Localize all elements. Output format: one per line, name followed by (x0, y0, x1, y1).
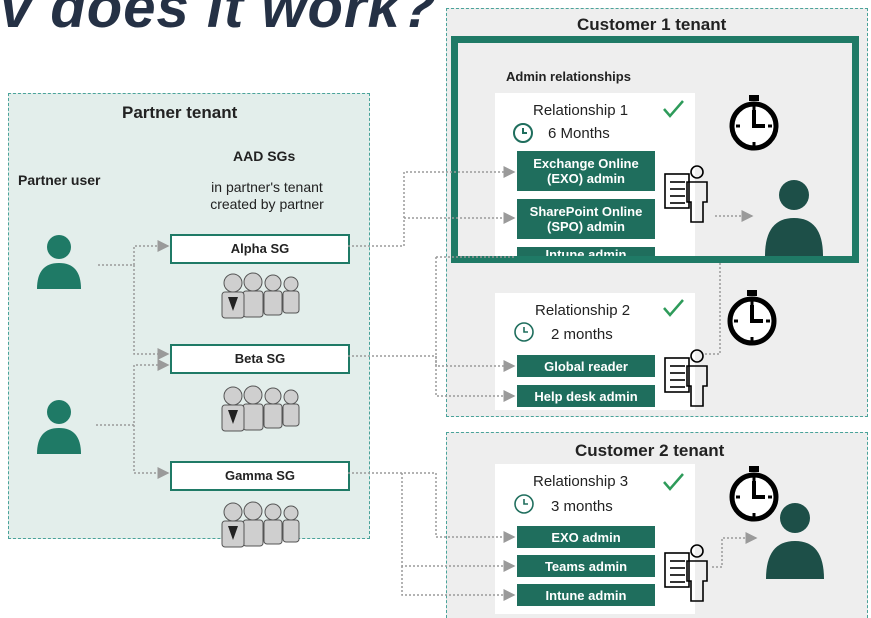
auditor-icon-1 (664, 165, 708, 223)
aad-sgs-subtitle-line1: in partner's tenant (211, 179, 323, 195)
role-help-desk-admin: Help desk admin (517, 385, 655, 407)
stopwatch-icon-3 (729, 466, 779, 522)
relationship2-checkmark-icon (663, 299, 684, 317)
auditor-icon-2 (664, 349, 708, 407)
relationship3-clock-icon (514, 494, 534, 514)
relationship1-clock-icon (513, 123, 533, 143)
aad-sgs-subtitle-line2: created by partner (210, 196, 324, 212)
partner-user-2-icon (37, 400, 81, 454)
partner-tenant-header: Partner tenant (122, 103, 238, 122)
beta-sg-box: Beta SG (170, 344, 350, 374)
relationship2-clock-icon (514, 322, 534, 342)
customer2-user-icon (766, 503, 824, 579)
relationship2-duration: 2 months (551, 326, 613, 343)
relationship1-checkmark-icon (663, 100, 684, 118)
role-spo-admin: SharePoint Online (SPO) admin (517, 199, 655, 239)
customer2-tenant-header: Customer 2 tenant (575, 441, 725, 460)
role-global-reader: Global reader (517, 355, 655, 377)
aad-sgs-title: AAD SGs (233, 148, 296, 164)
role-exo-admin: Exchange Online (EXO) admin (517, 151, 655, 191)
auditor-icon-3 (664, 544, 708, 602)
page-title: v does it work? (0, 0, 438, 40)
group-alpha-icon (221, 272, 300, 319)
admin-relationships-label: Admin relationships (506, 69, 631, 84)
customer1-user-icon (765, 180, 823, 256)
relationship3-duration: 3 months (551, 498, 613, 515)
relationship3-checkmark-icon (663, 473, 684, 491)
role-exo-admin-2: EXO admin (517, 526, 655, 548)
alpha-sg-box: Alpha SG (170, 234, 350, 264)
partner-user-1-icon (37, 235, 81, 289)
stopwatch-icon-1 (729, 95, 779, 151)
customer1-tenant-header: Customer 1 tenant (577, 15, 727, 34)
group-beta-icon (221, 385, 300, 432)
gamma-sg-box: Gamma SG (170, 461, 350, 491)
relationship3-label: Relationship 3 (533, 473, 629, 490)
aad-sgs-subtitle: in partner's tenant created by partner (196, 179, 338, 213)
relationship1-duration: 6 Months (548, 125, 610, 142)
relationship1-label: Relationship 1 (533, 102, 629, 119)
stopwatch-icon-2 (727, 290, 777, 346)
role-intune-admin-2: Intune admin (517, 584, 655, 606)
partner-user-label: Partner user (18, 172, 101, 188)
role-teams-admin: Teams admin (517, 555, 655, 577)
group-gamma-icon (221, 501, 300, 548)
relationship2-label: Relationship 2 (535, 302, 631, 319)
relationship1-highlight-frame (451, 36, 859, 263)
